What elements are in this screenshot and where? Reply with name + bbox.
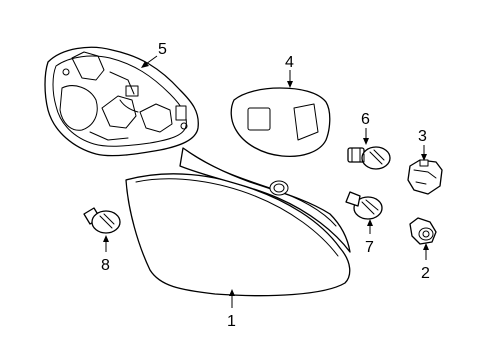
callout-4: 4 xyxy=(285,54,294,71)
callout-7: 7 xyxy=(365,239,374,256)
callout-1: 1 xyxy=(227,313,236,330)
leader-5 xyxy=(145,55,158,65)
gasket xyxy=(230,87,331,158)
arrowhead-6 xyxy=(363,138,369,145)
arrowhead-3 xyxy=(421,154,427,161)
callout-2: 2 xyxy=(421,265,430,282)
callout-6: 6 xyxy=(361,111,370,128)
callout-labels: 1 2 3 4 5 6 7 8 xyxy=(101,41,430,330)
arrowhead-4 xyxy=(287,81,293,88)
bulb-7 xyxy=(345,191,383,220)
bulb-with-socket xyxy=(347,146,391,170)
callout-5: 5 xyxy=(158,41,167,58)
arrowhead-7 xyxy=(367,219,373,226)
callout-8: 8 xyxy=(101,257,110,274)
arrowhead-8 xyxy=(103,235,109,242)
arrowhead-5 xyxy=(141,61,149,68)
bulb-8 xyxy=(83,207,121,234)
callout-3: 3 xyxy=(418,128,427,145)
socket xyxy=(407,159,443,195)
clip-nut xyxy=(409,217,437,245)
tail-lamp-assembly xyxy=(125,147,351,297)
socket-carrier xyxy=(44,46,199,157)
leader-lines xyxy=(103,55,429,308)
arrowhead-1 xyxy=(229,289,235,296)
arrowhead-2 xyxy=(423,243,429,250)
